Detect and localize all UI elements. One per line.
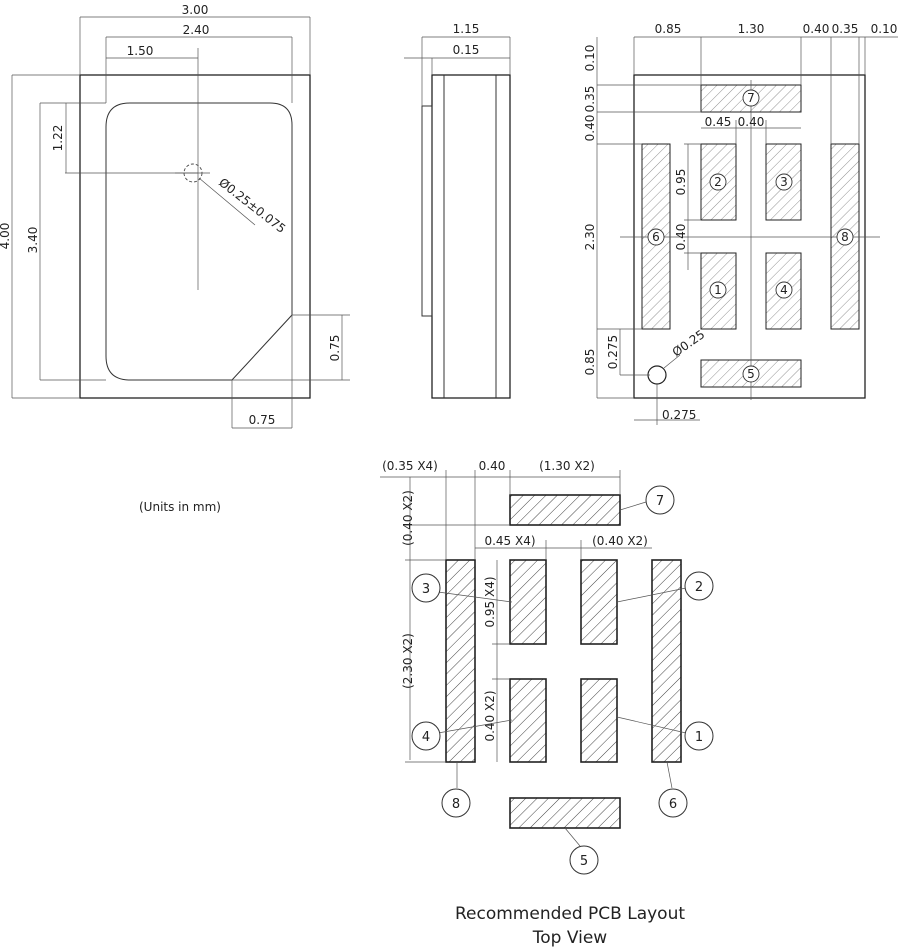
pcb-pad-4 [509, 678, 547, 763]
side-body [431, 74, 511, 399]
dim-bottom-4: 0.10 [871, 22, 898, 36]
dim-bottom-hole-offset: 0.275 [662, 408, 696, 422]
pcb-dim-6: 0.95 X4) [483, 576, 497, 627]
pcb-pad-1 [580, 678, 618, 763]
dim-left-2: 0.40 [583, 115, 597, 142]
pin-number-2: 2 [714, 175, 722, 189]
pin-number-5: 5 [747, 367, 755, 381]
pcb-callout-8-text: 8 [452, 797, 460, 812]
pin-number-8: 8 [841, 230, 849, 244]
pcb-callout-4-text: 4 [422, 730, 430, 745]
pin-number-1: 1 [714, 283, 722, 297]
lid-outline [105, 102, 293, 381]
package-outline [79, 74, 311, 399]
pin-marker-4: 4 [775, 281, 793, 299]
dim-inner-vgap: 0.40 [674, 224, 688, 251]
pcb-dim-7: (2.30 X2) [401, 633, 415, 689]
pcb-callout-8: 8 [441, 788, 471, 818]
bottom-index-hole [647, 365, 667, 385]
pcb-dim-0: (0.35 X4) [382, 459, 438, 473]
pin-marker-6: 6 [647, 228, 665, 246]
pcb-dim-4: 0.45 X4) [484, 534, 535, 548]
dim-bottom-3: 0.35 [832, 22, 859, 36]
pcb-callout-6-text: 6 [669, 797, 677, 812]
dim-inner-gap: 0.40 [738, 115, 765, 129]
pcb-caption-subtitle: Top View [532, 928, 608, 948]
pcb-callout-3: 3 [411, 573, 441, 603]
dim-lid-thickness: 0.15 [453, 43, 480, 57]
bottom-view: 0.85 1.30 0.40 0.35 0.10 0.10 0.35 0.40 … [583, 22, 898, 425]
dim-hole-y: 1.22 [51, 125, 65, 152]
pin-marker-8: 8 [836, 228, 854, 246]
pin-number-6: 6 [652, 230, 660, 244]
pcb-callout-7-text: 7 [656, 494, 664, 509]
pcb-dim-2: (1.30 X2) [539, 459, 595, 473]
bottom-pad-3 [765, 143, 802, 221]
pcb-dim-3: (0.40 X2) [401, 490, 415, 546]
dim-lid-width: 2.40 [183, 23, 210, 37]
side-view: 1.15 0.15 [404, 22, 511, 399]
pcb-dim-8: 0.40 X2) [483, 690, 497, 741]
pin-marker-3: 3 [775, 173, 793, 191]
units-note: (Units in mm) [139, 500, 221, 514]
pcb-pad-5 [509, 797, 621, 829]
pcb-callout-3-text: 3 [422, 582, 430, 597]
dim-bottom-2: 0.40 [803, 22, 830, 36]
pin-number-7: 7 [747, 91, 755, 105]
pcb-callout-2-text: 2 [695, 580, 703, 595]
pcb-callout-1: 1 [684, 721, 714, 751]
pin-marker-5: 5 [742, 365, 760, 383]
dim-inner-pad-width: 0.45 [705, 115, 732, 129]
pcb-pad-2 [580, 559, 618, 645]
dim-top-width: 3.00 [182, 3, 209, 17]
dim-left-0: 0.10 [583, 45, 597, 72]
pin-number-4: 4 [780, 283, 788, 297]
side-lid [421, 105, 433, 317]
bottom-outline [633, 74, 866, 399]
pcb-pad-7 [509, 494, 621, 526]
dim-chamfer-height: 0.75 [328, 335, 342, 362]
dim-chamfer-width: 0.75 [249, 413, 276, 427]
pcb-dim-5: (0.40 X2) [592, 534, 648, 548]
pcb-callout-2: 2 [684, 571, 714, 601]
dim-lid-height: 3.40 [26, 227, 40, 254]
top-view: 3.00 2.40 1.50 1.22 4.00 3.40 0.75 0.75 … [0, 3, 350, 429]
dim-bottom-0: 0.85 [655, 22, 682, 36]
pcb-callout-6: 6 [658, 788, 688, 818]
dim-left-4: 0.85 [583, 349, 597, 376]
pin-number-3: 3 [780, 175, 788, 189]
pcb-callout-7: 7 [645, 485, 675, 515]
pcb-callout-5-text: 5 [580, 854, 588, 869]
pcb-layout: (0.35 X4) 0.40 (1.30 X2) (0.40 X2) 0.45 … [380, 459, 714, 948]
pcb-callout-5: 5 [569, 845, 599, 875]
pcb-caption-title: Recommended PCB Layout [455, 904, 685, 924]
dim-left-3: 2.30 [583, 224, 597, 251]
dim-left-1: 0.35 [583, 86, 597, 113]
dim-hole-x: 1.50 [127, 44, 154, 58]
dim-left-5: 0.275 [606, 335, 620, 369]
pcb-pad-3 [509, 559, 547, 645]
pin-marker-2: 2 [709, 173, 727, 191]
pcb-callout-1-text: 1 [695, 730, 703, 745]
pcb-pad-6 [651, 559, 682, 763]
dim-inner-pad-height: 0.95 [674, 169, 688, 196]
pin-marker-1: 1 [709, 281, 727, 299]
dim-top-height: 4.00 [0, 223, 12, 250]
dim-side-height: 1.15 [453, 22, 480, 36]
pin-marker-7: 7 [742, 89, 760, 107]
dim-bottom-1: 1.30 [738, 22, 765, 36]
pcb-dim-1: 0.40 [479, 459, 506, 473]
pcb-pad-8 [445, 559, 476, 763]
pcb-callout-4: 4 [411, 721, 441, 751]
